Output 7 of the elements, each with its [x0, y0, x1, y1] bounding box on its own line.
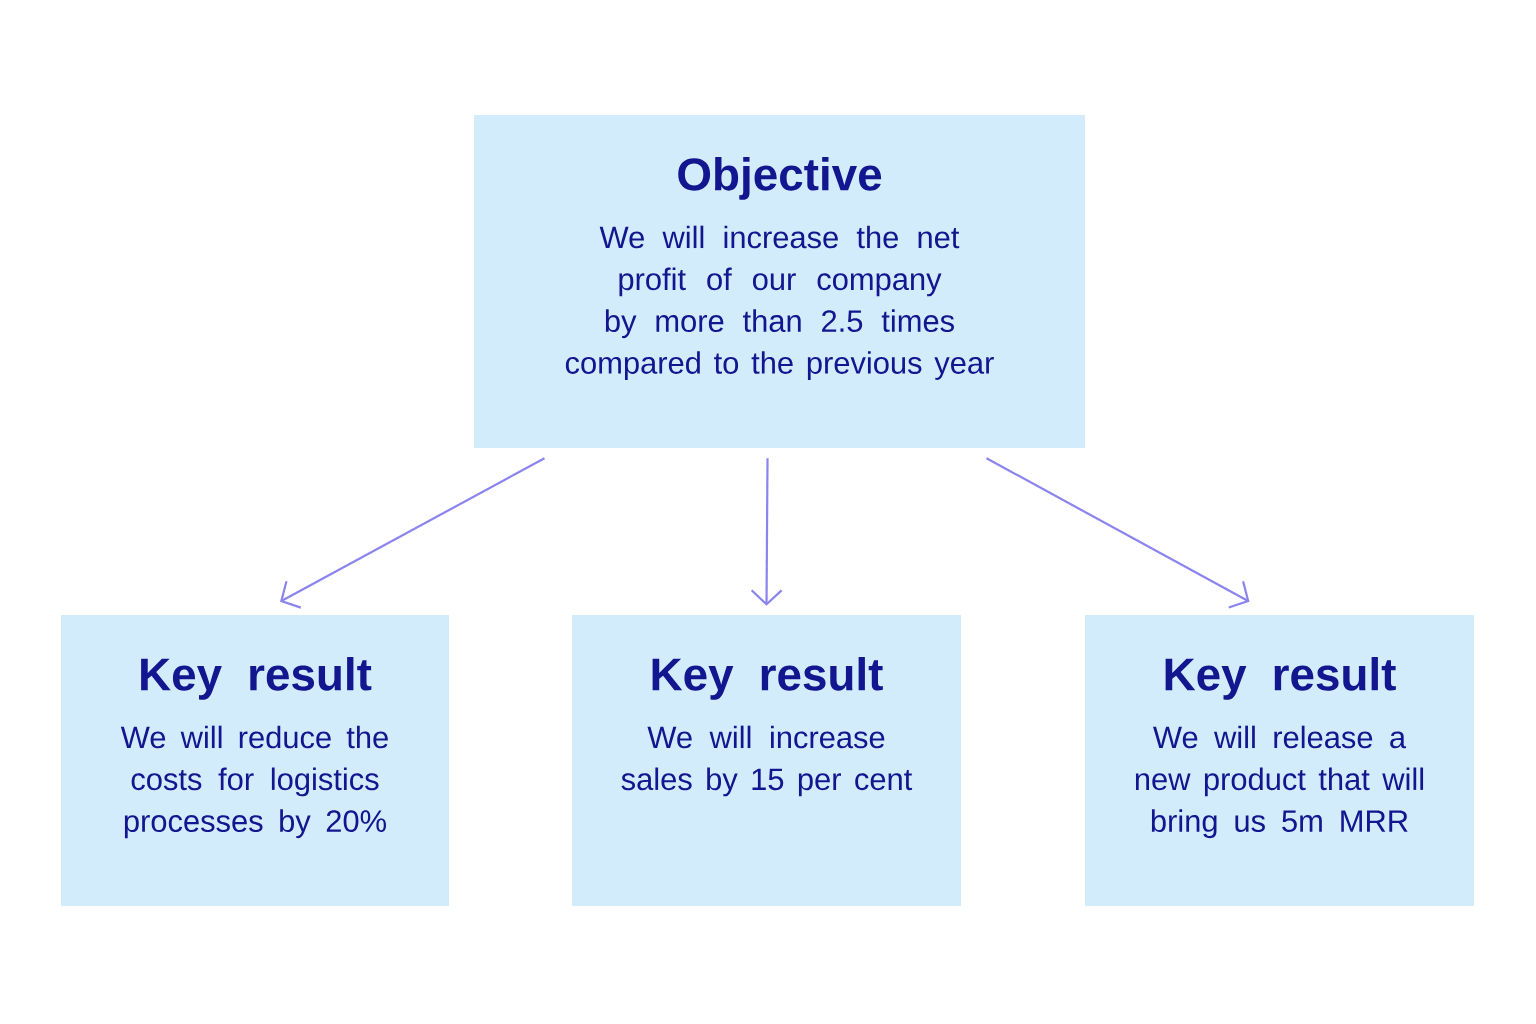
text-box: Key result We will release a new product that will bring us 5m MRR: [1085, 615, 1474, 906]
text-box: Objective We will increase the net profit of our company by more than 2.5 times compared to the previous year: [474, 115, 1085, 448]
arrow: [750, 458, 783, 606]
text-box: Key result We will reduce the costs for logistics processes by 20%: [61, 615, 449, 906]
arrow: [280, 457, 546, 609]
text-box: Key result We will increase sales by 15 per cent: [572, 615, 961, 906]
arrow: [986, 457, 1250, 609]
